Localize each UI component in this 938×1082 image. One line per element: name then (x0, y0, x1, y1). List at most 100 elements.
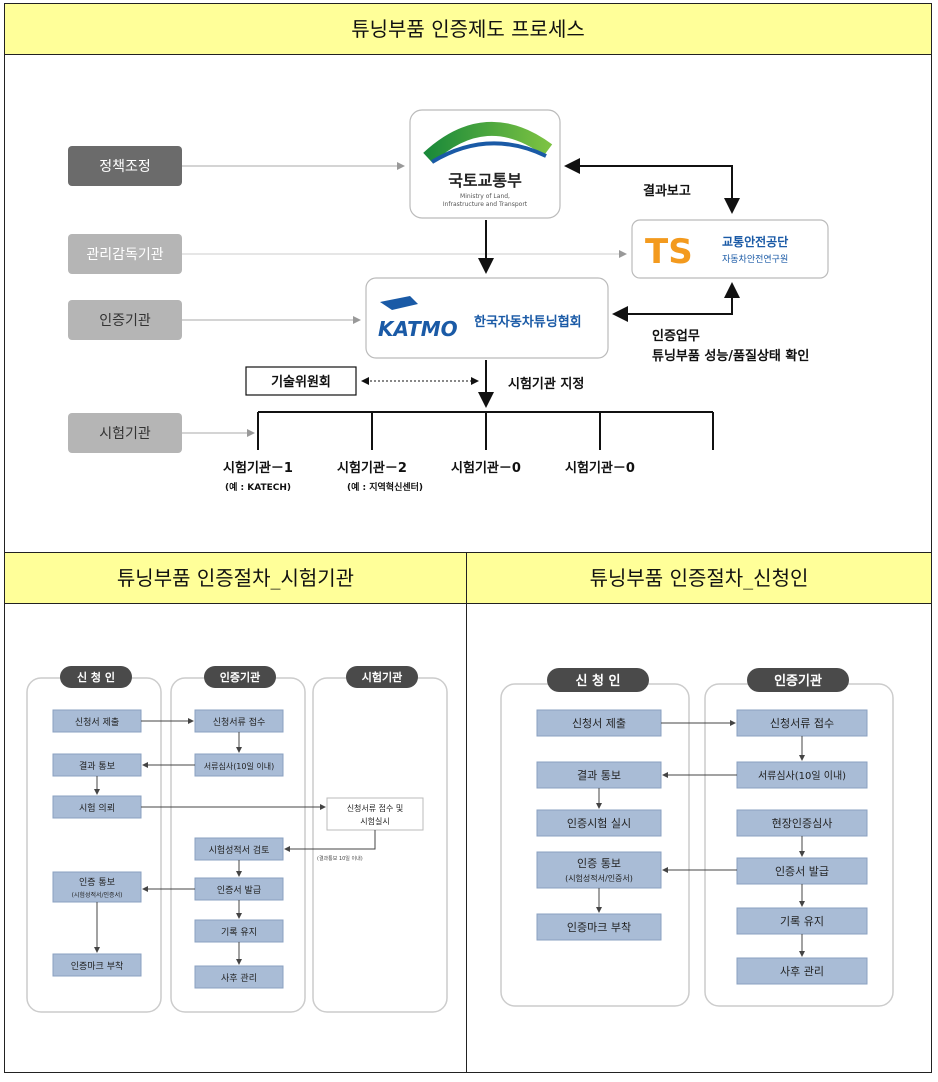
svg-text:시험성적서 검토: 시험성적서 검토 (209, 844, 270, 856)
svg-text:신청서류 접수 및: 신청서류 접수 및 (347, 803, 404, 813)
svg-text:인증서 발급: 인증서 발급 (217, 885, 261, 896)
role-cert: 인증기관 (68, 300, 182, 340)
document-frame: 튜닝부품 인증제도 프로세스 튜닝부품 인증절차_시험기관 튜닝부품 인증절차_… (4, 3, 932, 1073)
svg-text:기록 유지: 기록 유지 (780, 915, 824, 928)
l-step-notify: 인증 통보 (시험성적서/인증서) (52, 871, 142, 903)
l-step-submit: 신청서 제출 (52, 709, 142, 733)
r-step-mark: 인증마크 부착 (536, 913, 662, 941)
svg-text:인증 통보: 인증 통보 (577, 857, 621, 870)
svg-text:(예 : 지역혁신센터): (예 : 지역혁신센터) (347, 481, 423, 493)
svg-text:시험 의뢰: 시험 의뢰 (79, 803, 115, 814)
ts-logo-icon: TS (645, 232, 693, 272)
svg-text:Infrastructure and Transport: Infrastructure and Transport (443, 201, 528, 208)
lab-4: 시험기관－0 (565, 460, 635, 476)
role-lab: 시험기관 (68, 413, 182, 453)
left-flowchart: 신 청 인 인증기관 시험기관 신청서 제출 결과 통보 시험 의뢰 인증 통보… (26, 666, 448, 1013)
svg-text:신 청 인: 신 청 인 (576, 673, 621, 689)
l-step-result: 결과 통보 (52, 753, 142, 777)
l-agency-issue: 인증서 발급 (194, 877, 284, 901)
ministry-logo-icon (423, 121, 553, 164)
svg-text:시험기관－1: 시험기관－1 (223, 460, 293, 476)
svg-text:교통안전공단: 교통안전공단 (722, 234, 788, 249)
svg-text:(예 : KATECH): (예 : KATECH) (225, 481, 291, 493)
svg-text:인증 통보: 인증 통보 (79, 877, 115, 888)
l-agency-after: 사후 관리 (194, 965, 284, 989)
left-lane-applicant: 신 청 인 (60, 666, 132, 688)
lab-3: 시험기관－0 (451, 460, 521, 476)
svg-text:관리감독기관: 관리감독기관 (86, 247, 163, 263)
svg-text:인증기관: 인증기관 (220, 670, 260, 684)
ministry-box: 국토교통부 Ministry of Land, Infrastructure a… (409, 109, 561, 219)
svg-text:서류심사(10일 이내): 서류심사(10일 이내) (204, 761, 274, 771)
svg-text:(시험성적서/인증서): (시험성적서/인증서) (565, 873, 633, 883)
r-agency-record: 기록 유지 (736, 907, 868, 935)
svg-text:시험기관－0: 시험기관－0 (451, 460, 521, 476)
right-lane-agency: 인증기관 (747, 668, 849, 692)
l-agency-record: 기록 유지 (194, 919, 284, 943)
svg-text:기술위원회: 기술위원회 (271, 374, 331, 390)
svg-text:인증시험 실시: 인증시험 실시 (567, 817, 631, 830)
panel-divider (466, 552, 467, 1072)
left-lane-agency: 인증기관 (204, 666, 276, 688)
r-agency-after: 사후 관리 (736, 957, 868, 985)
svg-text:정책조정: 정책조정 (99, 159, 151, 175)
svg-text:시험실시: 시험실시 (360, 816, 389, 826)
svg-text:결과 통보: 결과 통보 (79, 761, 115, 772)
svg-text:시험기관 지정: 시험기관 지정 (508, 376, 584, 392)
lab-2: 시험기관－2 (예 : 지역혁신센터) (337, 460, 423, 493)
svg-text:(시험성적서/인증서): (시험성적서/인증서) (72, 891, 123, 899)
svg-text:시험기관－2: 시험기관－2 (337, 460, 407, 476)
r-agency-onsite: 현장인증심사 (736, 809, 868, 837)
l-lab-note: (결과통보 10일 이내) (317, 855, 363, 862)
role-policy: 정책조정 (68, 146, 182, 186)
svg-text:Ministry of Land,: Ministry of Land, (460, 193, 510, 200)
top-header: 튜닝부품 인증제도 프로세스 (5, 4, 931, 55)
svg-text:한국자동차튜닝협회: 한국자동차튜닝협회 (474, 314, 582, 330)
svg-text:신청서 제출: 신청서 제출 (75, 717, 119, 728)
svg-text:인증기관: 인증기관 (774, 673, 822, 689)
lab-1: 시험기관－1 (예 : KATECH) (223, 460, 293, 493)
l-step-mark: 인증마크 부착 (52, 953, 142, 977)
svg-text:시험기관－0: 시험기관－0 (565, 460, 635, 476)
svg-text:인증업무: 인증업무 (652, 328, 700, 344)
r-agency-issue: 인증서 발급 (736, 857, 868, 885)
right-lane-applicant: 신 청 인 (547, 668, 649, 692)
svg-text:현장인증심사: 현장인증심사 (772, 817, 833, 830)
svg-text:자동차안전연구원: 자동차안전연구원 (722, 253, 788, 265)
svg-text:사후 관리: 사후 관리 (780, 965, 824, 978)
left-lane-lab: 시험기관 (346, 666, 418, 688)
svg-text:서류심사(10일 이내): 서류심사(10일 이내) (758, 770, 846, 782)
result-report-label: 결과보고 (643, 183, 691, 199)
svg-text:인증서 발급: 인증서 발급 (775, 865, 829, 878)
svg-text:KATMO: KATMO (378, 317, 458, 341)
role-supervisor: 관리감독기관 (68, 234, 182, 274)
left-panel-header: 튜닝부품 인증절차_시험기관 (5, 552, 466, 604)
svg-text:튜닝부품 성능/품질상태 확인: 튜닝부품 성능/품질상태 확인 (652, 348, 809, 364)
katmo-logo-icon (380, 296, 418, 310)
r-agency-review: 서류심사(10일 이내) (736, 761, 868, 789)
report-arrow (564, 158, 740, 214)
cert-work-arrow (612, 282, 740, 322)
svg-text:신청서류 접수: 신청서류 접수 (213, 716, 266, 728)
l-agency-report: 시험성적서 검토 (194, 837, 284, 861)
l-agency-receive: 신청서류 접수 (194, 709, 284, 733)
r-step-test: 인증시험 실시 (536, 809, 662, 837)
svg-text:인증마크 부착: 인증마크 부착 (567, 921, 631, 934)
svg-text:결과 통보: 결과 통보 (577, 769, 621, 782)
process-diagram: 정책조정 관리감독기관 인증기관 시험기관 국토교통부 Ministry of … (68, 109, 829, 493)
tech-committee-box: 기술위원회 (245, 366, 357, 396)
ts-box: TS 교통안전공단 자동차안전연구원 (631, 219, 829, 279)
svg-text:기록 유지: 기록 유지 (221, 927, 257, 938)
r-step-submit: 신청서 제출 (536, 709, 662, 737)
svg-text:신청서류 접수: 신청서류 접수 (770, 717, 834, 730)
svg-text:인증기관: 인증기관 (99, 313, 151, 329)
katmo-box: KATMO 한국자동차튜닝협회 (365, 277, 609, 359)
svg-text:인증마크 부착: 인증마크 부착 (71, 961, 124, 972)
l-step-request: 시험 의뢰 (52, 795, 142, 819)
svg-text:국토교통부: 국토교통부 (448, 171, 522, 190)
svg-text:시험기관: 시험기관 (362, 670, 402, 684)
l-agency-review: 서류심사(10일 이내) (194, 753, 284, 777)
r-step-result: 결과 통보 (536, 761, 662, 789)
right-panel-header: 튜닝부품 인증절차_신청인 (467, 552, 931, 604)
